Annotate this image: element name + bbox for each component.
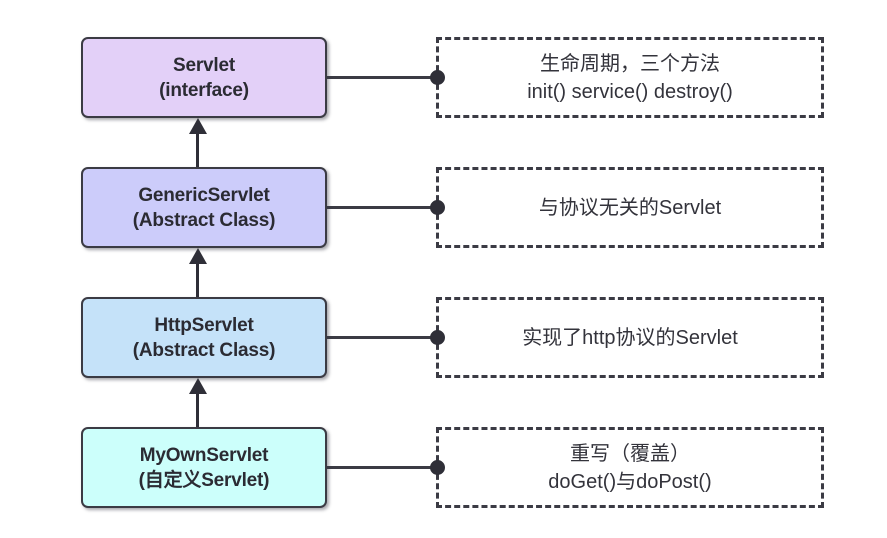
class-box-myown-servlet[interactable]: MyOwnServlet (自定义Servlet) bbox=[81, 427, 327, 508]
class-box-servlet-title: Servlet bbox=[173, 54, 235, 76]
note-box-http-servlet[interactable]: 实现了http协议的Servlet bbox=[436, 297, 824, 378]
connector-dot-servlet bbox=[430, 70, 445, 85]
class-box-myown-servlet-title: MyOwnServlet bbox=[139, 444, 269, 466]
connector-line-http-servlet bbox=[327, 336, 438, 339]
note-box-myown-servlet-line2: doGet()与doPost() bbox=[548, 470, 712, 493]
note-box-http-servlet-line1: 实现了http协议的Servlet bbox=[522, 326, 738, 349]
class-box-http-servlet-subtitle: (Abstract Class) bbox=[132, 339, 276, 361]
class-box-generic-servlet-title: GenericServlet bbox=[138, 184, 270, 206]
note-box-servlet-line1: 生命周期，三个方法 bbox=[540, 52, 720, 75]
class-box-http-servlet[interactable]: HttpServlet (Abstract Class) bbox=[81, 297, 327, 378]
inheritance-arrow-http-to-generic bbox=[188, 248, 207, 311]
inheritance-arrow-generic-to-servlet bbox=[188, 118, 207, 181]
class-box-generic-servlet-subtitle: (Abstract Class) bbox=[132, 209, 276, 231]
note-box-servlet-line2: init() service() destroy() bbox=[527, 80, 733, 103]
note-box-servlet[interactable]: 生命周期，三个方法 init() service() destroy() bbox=[436, 37, 824, 118]
connector-line-generic-servlet bbox=[327, 206, 438, 209]
connector-dot-myown-servlet bbox=[430, 460, 445, 475]
connector-line-servlet bbox=[327, 76, 438, 79]
note-box-generic-servlet[interactable]: 与协议无关的Servlet bbox=[436, 167, 824, 248]
class-box-http-servlet-title: HttpServlet bbox=[154, 314, 254, 336]
class-box-myown-servlet-subtitle: (自定义Servlet) bbox=[138, 469, 270, 491]
note-box-generic-servlet-line1: 与协议无关的Servlet bbox=[538, 196, 722, 219]
class-box-generic-servlet[interactable]: GenericServlet (Abstract Class) bbox=[81, 167, 327, 248]
connector-dot-http-servlet bbox=[430, 330, 445, 345]
connector-dot-generic-servlet bbox=[430, 200, 445, 215]
class-box-servlet-subtitle: (interface) bbox=[159, 79, 249, 101]
connector-line-myown-servlet bbox=[327, 466, 438, 469]
class-box-servlet[interactable]: Servlet (interface) bbox=[81, 37, 327, 118]
note-box-myown-servlet[interactable]: 重写（覆盖） doGet()与doPost() bbox=[436, 427, 824, 508]
inheritance-arrow-myown-to-http bbox=[188, 378, 207, 441]
note-box-myown-servlet-line1: 重写（覆盖） bbox=[570, 442, 690, 465]
